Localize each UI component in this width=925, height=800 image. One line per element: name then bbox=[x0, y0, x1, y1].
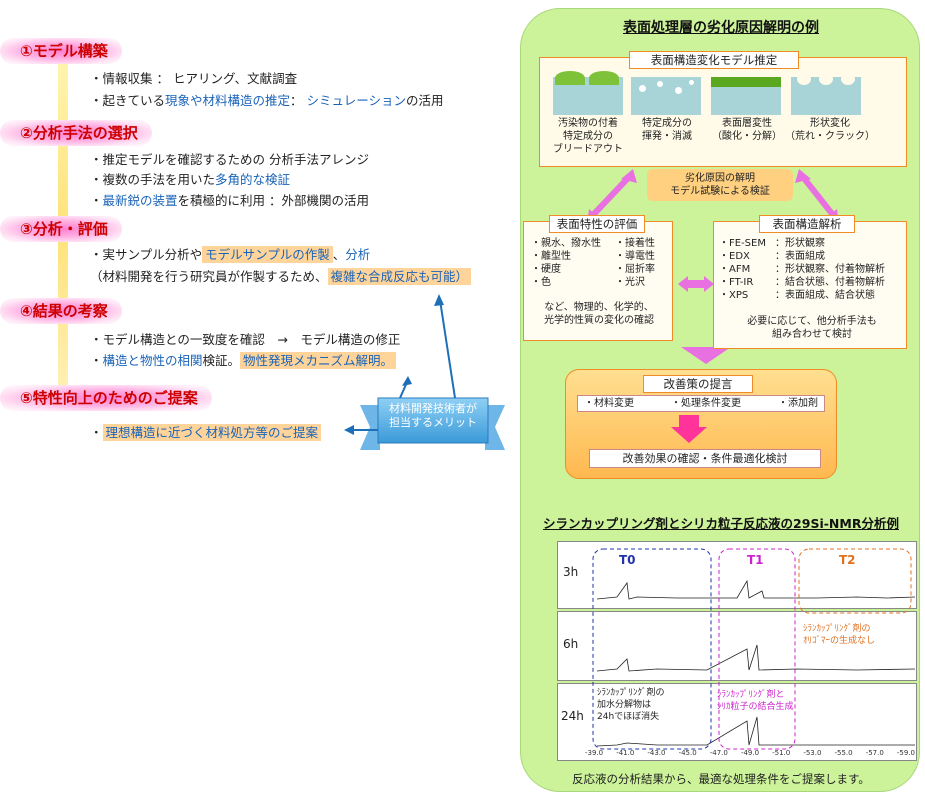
panel-footer: 反応液の分析結果から、最適な処理条件をご提案します。 bbox=[572, 772, 870, 786]
illustration-crack bbox=[791, 73, 861, 115]
t0-label: T0 bbox=[619, 553, 636, 567]
nmr-traces bbox=[592, 548, 916, 750]
structure-footer: 必要に応じて、他分析手法も組み合わせて検討 bbox=[747, 316, 877, 340]
improvement-items: ・材料変更・処理条件変更・添加剤 bbox=[577, 395, 825, 412]
s3-line1: ・実サンプル分析やモデルサンプルの作製、分析 bbox=[90, 246, 371, 263]
center-label: 劣化原因の解明モデル試験による検証 bbox=[647, 169, 793, 201]
s3-line2: （材料開発を行う研究員が作製するため、複雑な合成反応も可能） bbox=[90, 268, 472, 285]
step-1-label: ①モデル構築 bbox=[0, 38, 122, 64]
s2-line1: ・推定モデルを確認するための 分析手法アレンジ bbox=[90, 152, 369, 167]
eval-footer: など、物理的、化学的、光学的性質の変化の確認 bbox=[544, 302, 654, 326]
s1-line2: ・起きている現象や材料構造の推定： シミュレーションの活用 bbox=[90, 93, 444, 108]
t2-label: T2 bbox=[839, 553, 856, 567]
s2-line3: ・最新鋭の装置を積極的に利用 ：外部機関の活用 bbox=[90, 193, 370, 208]
time-24h: 24h bbox=[561, 709, 584, 723]
structure-title: 表面構造解析 bbox=[759, 215, 855, 233]
nmr-axis-ticks: -39.0-41.0-43.0-45.0-47.0-49.0-51.0-53.0… bbox=[585, 749, 915, 757]
structure-box bbox=[713, 221, 907, 349]
step-2-label: ②分析手法の選択 bbox=[0, 120, 152, 146]
illustration-degradation bbox=[711, 77, 781, 115]
model-label-3: 表面層変性（酸化・分解） bbox=[712, 118, 782, 142]
model-label-2: 特定成分の揮発・消滅 bbox=[642, 118, 692, 142]
t1-label: T1 bbox=[747, 553, 764, 567]
down-arrow bbox=[671, 415, 707, 443]
model-label-1: 汚染物の付着特定成分のブリードアウト bbox=[553, 118, 623, 155]
step-3-label: ③分析・評価 bbox=[0, 216, 122, 242]
s4-line1: ・モデル構造との一致度を確認 → モデル構造の修正 bbox=[90, 332, 401, 347]
model-box-title: 表面構造変化モデル推定 bbox=[629, 51, 799, 69]
s2-line2: ・複数の手法を用いた多角的な検証 bbox=[90, 172, 291, 187]
step-5-label: ⑤特性向上のためのご提案 bbox=[0, 385, 212, 411]
model-label-4: 形状変化（荒れ・クラック） bbox=[785, 118, 875, 142]
improvement-result: 改善効果の確認・条件最適化検討 bbox=[589, 449, 821, 468]
t2-note: ｼﾗﾝｶｯﾌﾟﾘﾝｸﾞ剤のｵﾘｺﾞﾏｰの生成なし bbox=[803, 624, 876, 646]
ribbon-text: 材料開発技術者が担当するメリット bbox=[389, 402, 477, 429]
nmr-title: シランカップリング剤とシリカ粒子反応液の29Si-NMR分析例 bbox=[543, 516, 899, 531]
structure-rows: ・FE-SEM：形状観察 ・EDX：表面組成 ・AFM：形状観察、付着物解析 ・… bbox=[719, 238, 885, 301]
surface-eval-title: 表面特性の評価 bbox=[549, 215, 645, 233]
eval-col1: ・親水、撥水性・離型性・硬度・色 bbox=[531, 238, 601, 288]
surface-eval-box bbox=[523, 221, 673, 341]
step-4-label: ④結果の考察 bbox=[0, 298, 122, 324]
time-3h: 3h bbox=[563, 565, 579, 579]
s5-line1: ・理想構造に近づく材料処方等のご提案 bbox=[90, 424, 322, 441]
spectrum-24h bbox=[557, 683, 917, 761]
ribbon-graphic bbox=[344, 294, 505, 450]
illustration-contamination bbox=[553, 71, 623, 115]
s4-line2: ・構造と物性の相関検証。物性発現メカニズム解明。 bbox=[90, 352, 397, 369]
arrows-graphic bbox=[587, 169, 839, 364]
t1-note: ｼﾗﾝｶｯﾌﾟﾘﾝｸﾞ剤とｼﾘｶ粒子の結合生成 bbox=[717, 690, 794, 712]
time-6h: 6h bbox=[563, 637, 579, 651]
eval-col2: ・接着性・導電性・屈折率・光沢 bbox=[615, 238, 655, 288]
improvement-title: 改善策の提言 bbox=[643, 375, 753, 393]
s1-line1: ・情報収集 ： ヒアリング、文献調査 bbox=[90, 71, 298, 86]
case-study-panel: 表面処理層の劣化原因解明の例 表面構造変化モデル推定 汚染物の付着特定成分のブリ… bbox=[520, 8, 920, 792]
arrow-to-step3 bbox=[439, 299, 456, 399]
illustration-volatilization bbox=[631, 77, 701, 115]
panel-title: 表面処理層の劣化原因解明の例 bbox=[623, 20, 819, 36]
